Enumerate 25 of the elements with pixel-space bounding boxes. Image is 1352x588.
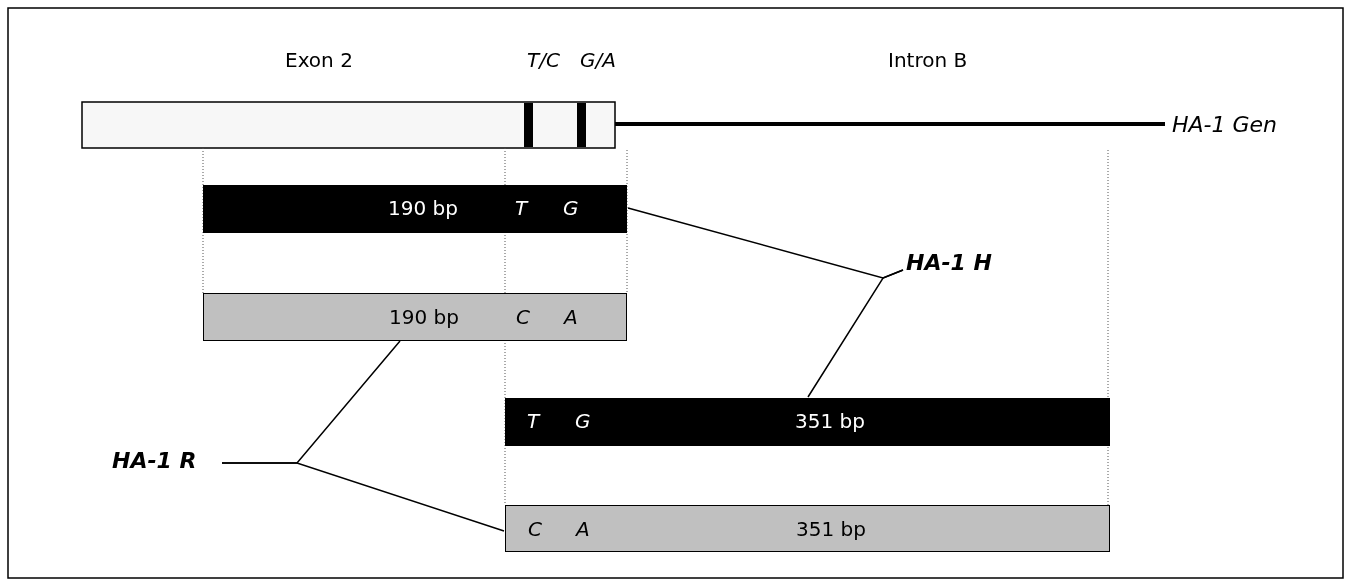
base-letter: T <box>527 409 540 433</box>
allele-label: T/C <box>527 48 560 72</box>
base-letter: G <box>575 409 591 433</box>
base-letter: T <box>515 196 528 220</box>
base-letter: C <box>528 517 542 541</box>
product-band <box>203 185 627 233</box>
product-band <box>203 293 627 341</box>
base-letter: A <box>576 517 590 541</box>
base-letter: C <box>516 305 530 329</box>
product-band <box>505 505 1110 552</box>
region-label: Exon 2 <box>285 48 353 72</box>
size-label: 351 bp <box>796 517 866 541</box>
base-letter: G <box>563 196 579 220</box>
allele-label: HA-1 R <box>112 448 197 473</box>
region-label: Intron B <box>888 48 968 72</box>
size-label: 351 bp <box>795 409 865 433</box>
allele-label: HA-1 H <box>906 250 992 275</box>
allele-label: G/A <box>580 48 616 72</box>
leader-line <box>221 462 505 532</box>
leader-line <box>807 269 904 398</box>
size-label: 190 bp <box>388 196 458 220</box>
base-letter: A <box>564 305 578 329</box>
gene-label: HA-1 Gen <box>1172 112 1278 137</box>
product-band <box>505 398 1110 446</box>
size-label: 190 bp <box>389 305 459 329</box>
